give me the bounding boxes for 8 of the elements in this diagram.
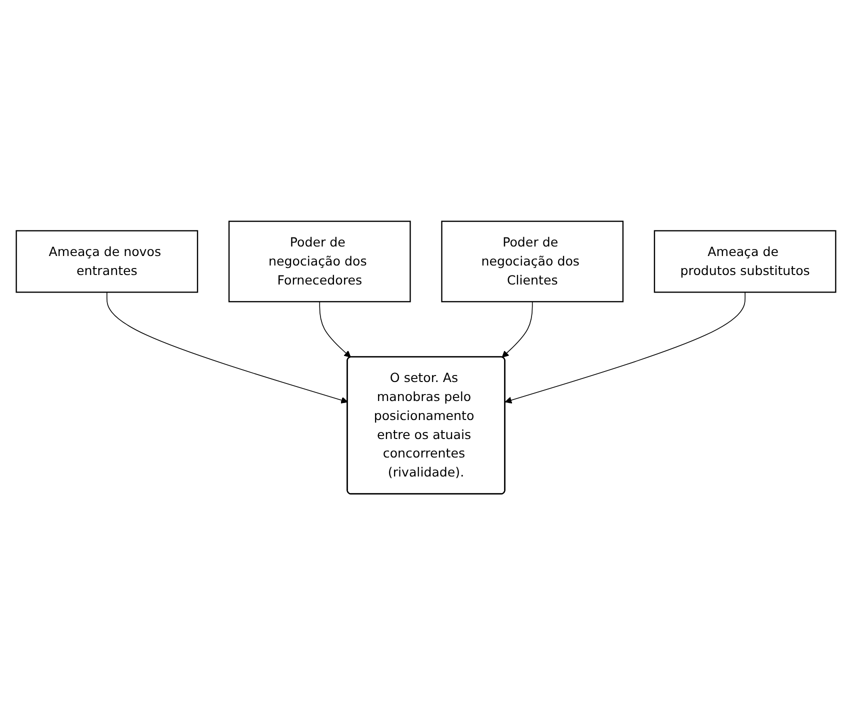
node-box: Ameaça de produtos substitutos <box>654 230 836 293</box>
arrow <box>106 292 348 404</box>
arrow <box>502 301 533 358</box>
arrow <box>319 301 351 358</box>
node-box: Ameaça de novos entrantes <box>16 230 198 293</box>
arrow <box>504 292 746 404</box>
node-box: Poder de negociação dos Clientes <box>441 220 624 302</box>
node-box: Poder de negociação dos Fornecedores <box>228 220 411 302</box>
